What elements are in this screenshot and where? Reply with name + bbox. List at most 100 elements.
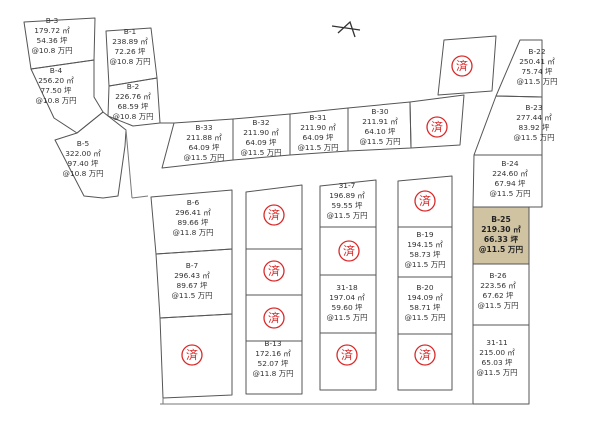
lot-number: B-22 — [528, 47, 545, 56]
lot-price: @11.5 万円 — [327, 313, 368, 322]
lot-tsubo: 89.66 坪 — [178, 218, 210, 227]
lot-outline-b2[interactable] — [107, 77, 161, 127]
sold-circle-icon — [426, 116, 448, 138]
lot-tsubo: 67.62 坪 — [483, 291, 515, 300]
lot-outline-b25[interactable] — [472, 206, 530, 265]
lot-price: @11.5 万円 — [490, 189, 531, 198]
road-lines — [125, 129, 473, 405]
sold-label: 済 — [419, 193, 431, 208]
lot-area: 226.76 ㎡ — [115, 92, 151, 101]
lot-area: 322.00 ㎡ — [65, 149, 101, 158]
lot-area: 196.89 ㎡ — [329, 191, 365, 200]
north-arrow-icon — [331, 20, 361, 38]
lot-tsubo: 59.60 坪 — [332, 303, 364, 312]
lot-number: B-7 — [186, 261, 199, 270]
lot-area: 250.41 ㎡ — [519, 57, 555, 66]
lot-area: 296.41 ㎡ — [175, 208, 211, 217]
lot-area: 224.60 ㎡ — [492, 169, 528, 178]
lot-outline-b13[interactable] — [245, 340, 303, 395]
sold-mark: 済 — [414, 344, 436, 366]
lot-number: B-31 — [309, 113, 326, 122]
sold-mark: 済 — [414, 190, 436, 212]
lot-outline-sold-top-a[interactable] — [437, 35, 497, 96]
lot-number: B-13 — [264, 339, 281, 348]
lot-price: @11.5 万円 — [360, 137, 401, 146]
lot-number: B-33 — [195, 123, 212, 132]
lot-tsubo: 68.59 坪 — [118, 102, 150, 111]
lot-price: @10.8 万円 — [110, 57, 151, 66]
sold-mark: 済 — [181, 344, 203, 366]
lot-outline-sold-west[interactable] — [159, 313, 233, 399]
lot-tsubo: 64.10 坪 — [365, 127, 397, 136]
lot-price: @11.5 万円 — [298, 143, 339, 152]
lot-price: @11.5 万円 — [517, 77, 558, 86]
lot-price: @11.5 万円 — [241, 148, 282, 157]
lot-tsubo: 64.09 坪 — [189, 143, 221, 152]
lot-price: @11.5 万円 — [479, 245, 524, 254]
lot-area: 172.16 ㎡ — [255, 349, 291, 358]
lot-number: B-6 — [187, 198, 200, 207]
lot-number: B-20 — [416, 283, 433, 292]
sold-circle-icon — [263, 307, 285, 329]
lot-number: B-1 — [124, 27, 137, 36]
sold-mark: 済 — [426, 116, 448, 138]
lot-area: 277.44 ㎡ — [516, 113, 552, 122]
lot-area: 211.88 ㎡ — [186, 133, 222, 142]
lot-price: @11.5 万円 — [405, 260, 446, 269]
lot-tsubo: 83.92 坪 — [519, 123, 551, 132]
lot-number: 31-7 — [339, 181, 356, 190]
lot-area: 211.91 ㎡ — [362, 117, 398, 126]
lot-outline-sold-m2b[interactable] — [319, 332, 377, 391]
lot-outline-b5[interactable] — [54, 111, 127, 199]
sold-circle-icon — [414, 190, 436, 212]
lot-outline-sold-m3b[interactable] — [397, 333, 453, 391]
sold-circle-icon — [451, 55, 473, 77]
lot-area: 296.43 ㎡ — [174, 271, 210, 280]
lot-price: @10.8 万円 — [36, 96, 77, 105]
lot-area: 197.04 ㎡ — [329, 293, 365, 302]
lot-price: @11.5 万円 — [184, 153, 225, 162]
lot-tsubo: 65.03 坪 — [482, 358, 514, 367]
lot-tsubo: 52.07 坪 — [258, 359, 290, 368]
sold-label: 済 — [341, 347, 353, 362]
lot-price: @11.5 万円 — [477, 368, 518, 377]
lot-number: 31-11 — [486, 338, 508, 347]
lot-price: @10.8 万円 — [63, 169, 104, 178]
lot-outline-sold-top-b[interactable] — [409, 94, 465, 149]
sold-mark: 済 — [338, 240, 360, 262]
lot-area: 219.30 ㎡ — [481, 224, 521, 234]
lot-area: 238.89 ㎡ — [112, 37, 148, 46]
lot-outline-3111[interactable] — [472, 324, 530, 405]
sold-circle-icon — [414, 344, 436, 366]
lot-price: @11.8 万円 — [253, 369, 294, 378]
lot-tsubo: 58.73 坪 — [410, 250, 442, 259]
sold-label: 済 — [268, 207, 280, 222]
sold-label: 済 — [268, 310, 280, 325]
lot-number: B-2 — [127, 82, 139, 91]
sold-label: 済 — [431, 119, 443, 134]
